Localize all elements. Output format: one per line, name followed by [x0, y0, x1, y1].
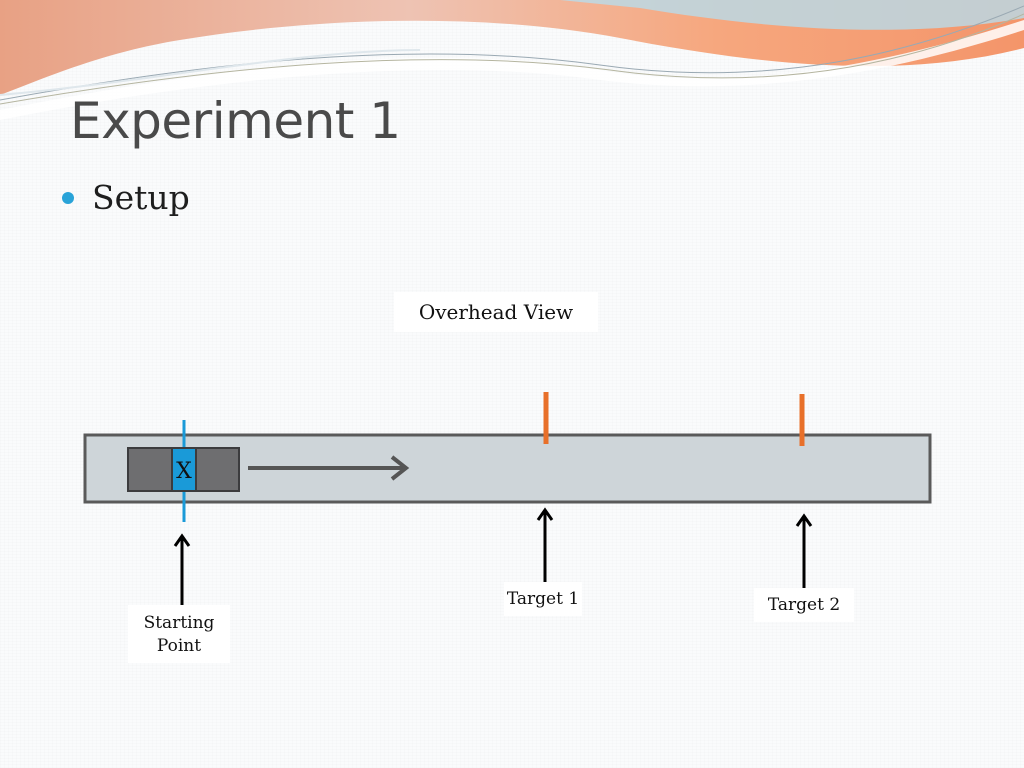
cart-marker-label: X [176, 459, 192, 484]
start-pointer-arrow [173, 533, 191, 606]
starting-point-label: Starting Point [128, 605, 230, 663]
bullet-text: Setup [92, 178, 190, 217]
starting-point-label-line2: Point [156, 636, 202, 656]
motion-arrow [248, 455, 410, 481]
header-wave-decoration [0, 0, 1024, 120]
overhead-view-label: Overhead View [394, 292, 598, 332]
target-1-label: Target 1 [504, 582, 582, 616]
bullet-dot-icon [62, 192, 74, 204]
target-1-pointer-arrow [536, 507, 554, 582]
slide-title: Experiment 1 [70, 92, 401, 150]
target-2-label: Target 2 [754, 588, 854, 622]
cart-center [171, 447, 197, 492]
starting-point-label-line1: Starting [143, 613, 215, 633]
target-2-pointer-arrow [795, 513, 813, 588]
